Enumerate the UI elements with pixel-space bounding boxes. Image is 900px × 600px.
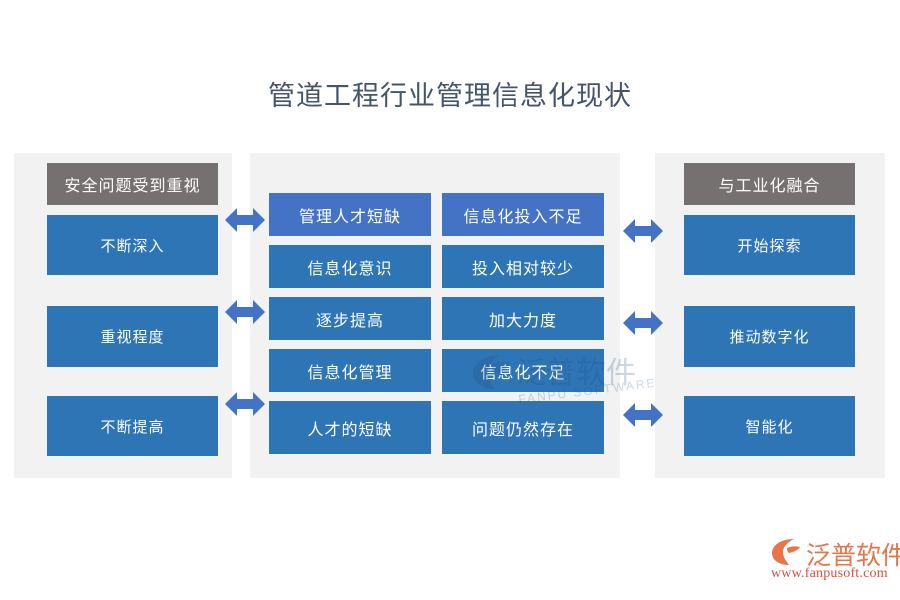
left-column-box-2[interactable]: 不断提高 — [47, 396, 218, 456]
middle-grid-cell-2[interactable]: 信息化意识 — [269, 245, 431, 288]
middle-grid-cell-6[interactable]: 信息化管理 — [269, 349, 431, 392]
middle-grid-cell-8[interactable]: 人才的短缺 — [269, 401, 431, 454]
left-column-box-0[interactable]: 不断深入 — [47, 215, 218, 275]
double-arrow-horizontal-icon-left-2 — [225, 392, 265, 416]
middle-grid-cell-3[interactable]: 投入相对较少 — [442, 245, 604, 288]
right-column-box-2[interactable]: 智能化 — [684, 396, 855, 456]
right-column-box-1[interactable]: 推动数字化 — [684, 306, 855, 367]
fanpu-logo-icon — [772, 539, 802, 565]
right-column-header: 与工业化融合 — [684, 163, 855, 205]
middle-grid-cell-4[interactable]: 逐步提高 — [269, 297, 431, 340]
page-title: 管道工程行业管理信息化现状 — [268, 81, 632, 111]
double-arrow-horizontal-icon-right-0 — [623, 219, 663, 243]
middle-grid-cell-5[interactable]: 加大力度 — [442, 297, 604, 340]
middle-grid-cell-0[interactable]: 管理人才短缺 — [269, 193, 431, 236]
double-arrow-horizontal-icon-right-1 — [623, 311, 663, 335]
logo-name: 泛普软件 — [806, 543, 900, 570]
double-arrow-horizontal-icon-right-2 — [623, 403, 663, 427]
right-column-box-0[interactable]: 开始探索 — [684, 215, 855, 275]
brand-logo: 泛普软件 www.fanpusoft.com — [770, 536, 900, 584]
middle-grid-cell-9[interactable]: 问题仍然存在 — [442, 401, 604, 454]
left-column-box-1[interactable]: 重视程度 — [47, 306, 218, 367]
double-arrow-horizontal-icon-left-1 — [225, 300, 265, 324]
middle-grid-cell-7[interactable]: 信息化不足 — [442, 349, 604, 392]
double-arrow-horizontal-icon-left-0 — [225, 208, 265, 232]
middle-grid-cell-1[interactable]: 信息化投入不足 — [442, 193, 604, 236]
logo-url: www.fanpusoft.com — [771, 566, 888, 581]
middle-grid: 管理人才短缺 信息化投入不足 信息化意识 投入相对较少 逐步提高 加大力度 信息… — [269, 193, 604, 454]
left-column-header: 安全问题受到重视 — [47, 163, 218, 205]
